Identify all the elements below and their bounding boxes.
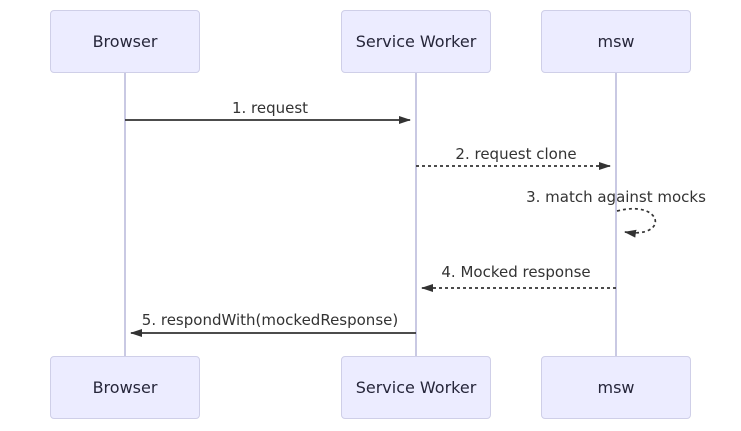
message-label-4: 4. Mocked response	[441, 263, 591, 281]
actor-label: Browser	[92, 378, 158, 397]
message-label-2: 2. request clone	[455, 145, 577, 163]
actor-box-browser-top: Browser	[50, 10, 200, 73]
message-label-1: 1. request	[231, 99, 309, 117]
actor-box-browser-bottom: Browser	[50, 356, 200, 419]
actor-box-service-worker-top: Service Worker	[341, 10, 491, 73]
actor-box-service-worker-bottom: Service Worker	[341, 356, 491, 419]
message-label-5: 5. respondWith(mockedResponse)	[141, 311, 399, 329]
message-label-3: 3. match against mocks	[526, 188, 706, 206]
actor-label: Service Worker	[355, 32, 477, 51]
message-arrow-3-self-loop	[616, 208, 656, 238]
actor-box-msw-bottom: msw	[541, 356, 691, 419]
actor-label: msw	[597, 378, 635, 397]
actor-label: msw	[597, 32, 635, 51]
actor-label: Browser	[92, 32, 158, 51]
actor-label: Service Worker	[355, 378, 477, 397]
actor-box-msw-top: msw	[541, 10, 691, 73]
